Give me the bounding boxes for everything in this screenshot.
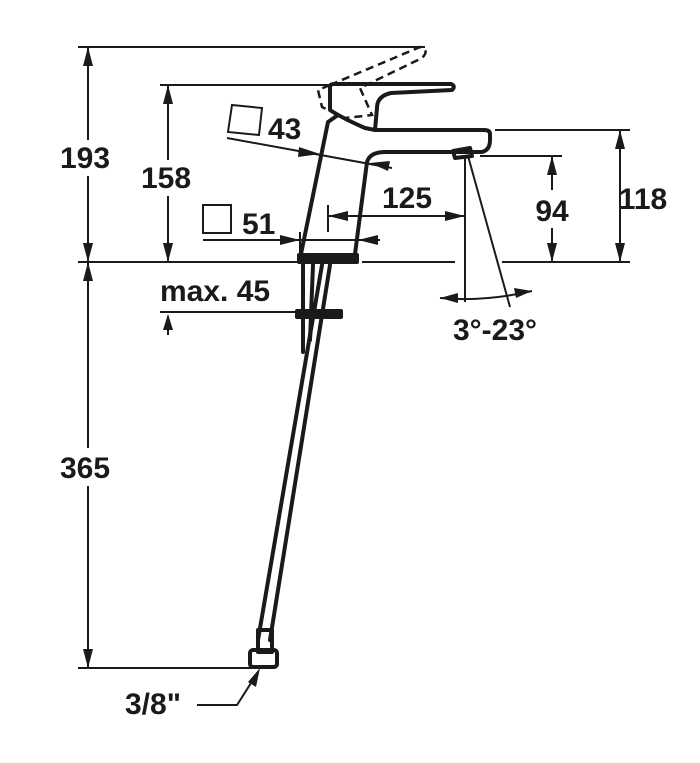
label-158: 158 xyxy=(141,162,191,195)
dimension-125: 125 xyxy=(327,182,465,232)
mounting-nut xyxy=(295,309,343,319)
dimension-43: 43 xyxy=(226,103,393,171)
hose-connector xyxy=(248,648,279,669)
label-94: 94 xyxy=(535,195,569,228)
label-spray-angle: 3°-23° xyxy=(453,314,537,347)
hose xyxy=(256,263,324,642)
label-365: 365 xyxy=(60,452,110,485)
dimension-51: 51 xyxy=(202,204,380,262)
label-51: 51 xyxy=(242,208,275,241)
dimension-158: 158 xyxy=(141,85,191,262)
label-connection: 3/8" xyxy=(125,688,181,721)
square-symbol-icon xyxy=(202,204,232,234)
label-125: 125 xyxy=(382,182,432,215)
faucet-body xyxy=(248,45,492,669)
dimension-spray-angle: 3°-23° xyxy=(439,155,537,347)
dimension-max-45: max. 45 xyxy=(160,275,270,335)
label-43: 43 xyxy=(268,113,301,146)
dimension-94: 94 xyxy=(535,156,569,262)
dimension-118: 118 xyxy=(615,130,667,262)
label-max-45: max. 45 xyxy=(160,275,270,308)
square-symbol-icon xyxy=(226,103,264,137)
reference-lines xyxy=(78,46,630,669)
label-193: 193 xyxy=(60,142,110,175)
label-118: 118 xyxy=(619,183,667,216)
base-plate xyxy=(297,253,359,264)
dimension-connection: 3/8" xyxy=(125,668,260,721)
dimension-365: 365 xyxy=(60,262,110,668)
aerator xyxy=(451,146,474,160)
dimension-193: 193 xyxy=(60,47,110,262)
